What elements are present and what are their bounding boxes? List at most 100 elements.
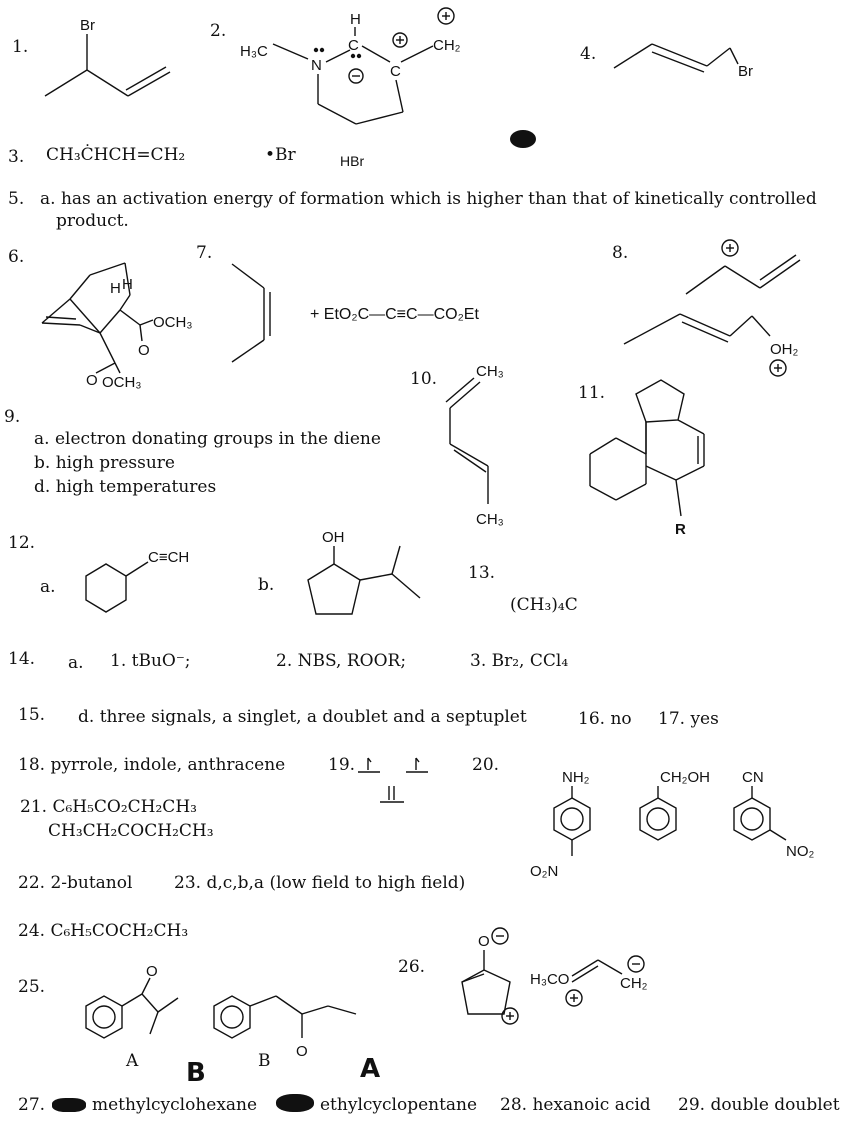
q21-line2: CH₃CH₂COCH₂CH₃ [48,821,214,841]
svg-text:OH₂: OH₂ [770,341,799,358]
svg-text:O₂N: O₂N [530,863,558,880]
q26-number: 26. [398,957,426,977]
svg-text:O: O [138,342,150,359]
q9-answer-b: b. high pressure [34,453,175,473]
q16-answer: 16. no [578,709,632,729]
q2-number: 2. [210,21,227,41]
q13-number: 13. [468,563,496,583]
svg-text:O: O [146,963,158,980]
q12-b: b. [258,575,275,595]
svg-text:CH₂: CH₂ [433,37,461,54]
ink-blot [510,130,536,148]
q7-dienophile: + EtO₂C—C≡C—CO₂Et [310,306,479,323]
q27-answer-a: methylcyclohexane [92,1095,258,1115]
ink-blot-3 [276,1094,314,1112]
svg-text:OCH₃: OCH₃ [153,314,192,331]
q12-number: 12. [8,533,36,553]
q12a-structure: C≡CH [85,549,189,613]
svg-text:OH: OH [322,529,345,546]
svg-text:NO₂: NO₂ [786,843,815,860]
q23-answer: 23. d,c,b,a (low field to high field) [174,873,466,893]
q6-structure: H H OCH₃ O O OCH₃ [41,262,192,391]
q17-answer: 17. yes [658,709,719,729]
q26-structures: O H₃CO CH₂ [461,927,648,1025]
q14-step2: 2. NBS, ROOR; [276,651,407,671]
q28-answer: 28. hexanoic acid [500,1095,651,1115]
q7-structure [231,263,271,363]
q12-a: a. [40,577,56,597]
q1-number: 1. [12,37,29,57]
q21-line1: 21. C₆H₅CO₂CH₂CH₃ [20,797,197,817]
q6-number: 6. [8,247,25,267]
svg-text:O: O [86,372,98,389]
q14-step3: 3. Br₂, CCl₄ [470,651,569,671]
svg-text:C: C [348,37,359,54]
svg-text:H: H [110,280,121,297]
q4-structure: Br [613,43,753,80]
q25-label-b: B [258,1051,271,1071]
q8-structure: OH₂ [623,239,801,377]
q7-number: 7. [196,243,213,263]
svg-text:H₃C: H₃C [240,43,268,60]
svg-text:CH₂OH: CH₂OH [660,769,710,786]
q12b-structure: OH [307,529,421,615]
svg-text:R: R [675,521,686,538]
svg-text:CH₂: CH₂ [620,975,648,992]
svg-text:CN: CN [742,769,764,786]
q3-br-radical: •Br [265,145,296,165]
svg-text:H: H [350,11,361,28]
q11-number: 11. [578,383,606,403]
q15-number: 15. [18,705,46,725]
q19-number: 19. [328,755,356,775]
q25-label-a: A [126,1051,139,1071]
handwritten-mark-a: A [360,1054,381,1084]
q14-a: a. [68,653,84,673]
q24-answer: 24. C₆H₅COCH₂CH₃ [18,921,189,941]
q5-number: 5. [8,189,25,209]
svg-text:Br: Br [738,63,753,80]
q27-answer-b: ethylcyclopentane [320,1095,478,1115]
q11-structure: R [589,379,705,538]
q3-number: 3. [8,147,25,167]
q27-number: 27. [18,1095,46,1115]
svg-text:OCH₃: OCH₃ [102,374,141,391]
q25-structures: O O [85,963,357,1060]
q22-answer: 22. 2-butanol [18,873,133,893]
q20-structures: NH₂ O₂N CH₂OH CN NO₂ [530,769,815,880]
svg-text:O: O [478,933,490,950]
q10-number: 10. [410,369,438,389]
q18-answer: 18. pyrrole, indole, anthracene [18,755,286,775]
svg-text:N: N [311,57,322,74]
svg-text:CH₃: CH₃ [476,511,504,528]
q14-step1: 1. tBuO⁻; [110,651,191,671]
q4-number: 4. [580,44,597,64]
q19-orbital-diagram [358,757,428,803]
ink-blot-2 [52,1098,86,1112]
q9-number: 9. [4,407,21,427]
q13-answer: (CH₃)₄C [510,595,578,615]
q29-answer: 29. double doublet [678,1095,840,1115]
handwritten-mark-b: B [186,1058,206,1088]
q5-answer: a. has an activation energy of formation… [40,189,817,209]
q9-answer-a: a. electron donating groups in the diene [34,429,381,449]
q3-hbr: HBr [340,153,365,169]
svg-text:NH₂: NH₂ [562,769,590,786]
q20-number: 20. [472,755,500,775]
svg-text:H₃CO: H₃CO [530,971,569,988]
q5-answer-cont: product. [56,211,129,231]
svg-text:CH₃: CH₃ [476,363,504,380]
svg-text:C≡CH: C≡CH [148,549,189,566]
q25-number: 25. [18,977,46,997]
svg-text:C: C [390,63,401,80]
q1-structure: Br [44,17,171,97]
q8-number: 8. [612,243,629,263]
q9-answer-c: d. high temperatures [34,477,217,497]
q15-answer: d. three signals, a singlet, a doublet a… [78,707,527,727]
q3-radical: CH₃ĊHCH=CH₂ [46,145,186,165]
q10-structure: CH₃ CH₃ [445,363,504,528]
svg-text:O: O [296,1043,308,1060]
svg-text:H: H [122,276,133,293]
svg-text:Br: Br [80,17,95,34]
q14-number: 14. [8,649,36,669]
q2-structure: H₃C N C H C CH₂ [240,7,461,125]
